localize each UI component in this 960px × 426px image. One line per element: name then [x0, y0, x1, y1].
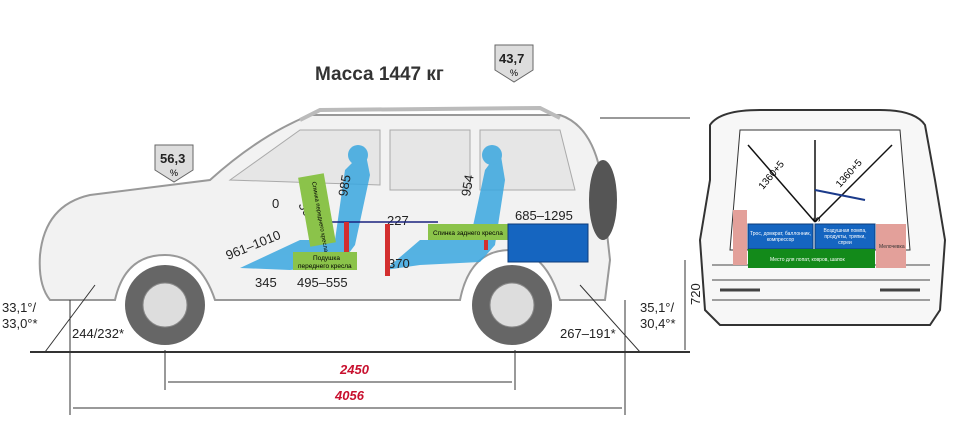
svg-text:4056: 4056 [334, 388, 365, 403]
svg-text:720: 720 [688, 283, 703, 305]
svg-text:%: % [170, 168, 178, 178]
svg-text:985: 985 [335, 174, 354, 198]
svg-text:56,3: 56,3 [160, 151, 185, 166]
svg-text:0: 0 [272, 196, 279, 211]
front-cushion-label: Подушка переднего кресла [293, 252, 357, 270]
svg-text:244/232*: 244/232* [72, 326, 124, 341]
diagonal-left-arrow [747, 144, 816, 223]
svg-text:495–555: 495–555 [297, 275, 348, 290]
svg-text:30,4°*: 30,4°* [640, 316, 676, 331]
svg-text:267–191*: 267–191* [560, 326, 616, 341]
svg-text:Спинка заднего кресла: Спинка заднего кресла [433, 230, 503, 237]
rear-weight-badge: 43,7 % [494, 44, 534, 83]
svg-text:954: 954 [458, 174, 477, 198]
svg-text:345: 345 [255, 275, 277, 290]
svg-text:33,1°/: 33,1°/ [2, 300, 37, 315]
front-backrest-label: Спинка переднего кресла [298, 173, 336, 253]
storage-box-bottom [748, 249, 875, 268]
svg-text:Подушка: Подушка [313, 255, 340, 262]
diagonal-right-arrow [814, 144, 893, 223]
storage-box-side [876, 224, 906, 268]
svg-text:227: 227 [387, 213, 409, 228]
svg-text:35,1°/: 35,1°/ [640, 300, 675, 315]
svg-text:43,7: 43,7 [499, 51, 524, 66]
cargo-box [507, 223, 589, 263]
svg-text:Место для лопат, ковров, шапок: Место для лопат, ковров, шапок [770, 257, 845, 263]
svg-text:2450: 2450 [339, 362, 370, 377]
svg-text:переднего кресла: переднего кресла [298, 263, 352, 270]
departure-angle-line [579, 284, 641, 353]
front-weight-badge: 56,3 % [154, 144, 194, 183]
knee-room-marker [385, 224, 390, 276]
storage-box-right-label: Воздушная помпа, продукты, тряпки, спреи [823, 227, 867, 246]
storage-box-left-label: Трос, домкрат, баллонник, компрессор [750, 230, 811, 243]
svg-text:Мелочевка: Мелочевка [879, 244, 905, 250]
svg-text:370: 370 [388, 256, 410, 271]
rear-backrest-label: Спинка заднего кресла [428, 224, 508, 240]
svg-text:685–1295: 685–1295 [515, 208, 573, 223]
rear-view: 1360+5 1360+5 5 Трос, домкрат, баллонник… [698, 109, 947, 326]
storage-box-left [747, 223, 814, 250]
svg-text:%: % [510, 68, 518, 78]
svg-text:5: 5 [812, 217, 822, 222]
front-seat-marker [344, 222, 349, 254]
spare-wheel-icon [589, 160, 617, 240]
svg-text:33,0°*: 33,0°* [2, 316, 38, 331]
mass-title: Масса 1447 кг [315, 64, 444, 85]
